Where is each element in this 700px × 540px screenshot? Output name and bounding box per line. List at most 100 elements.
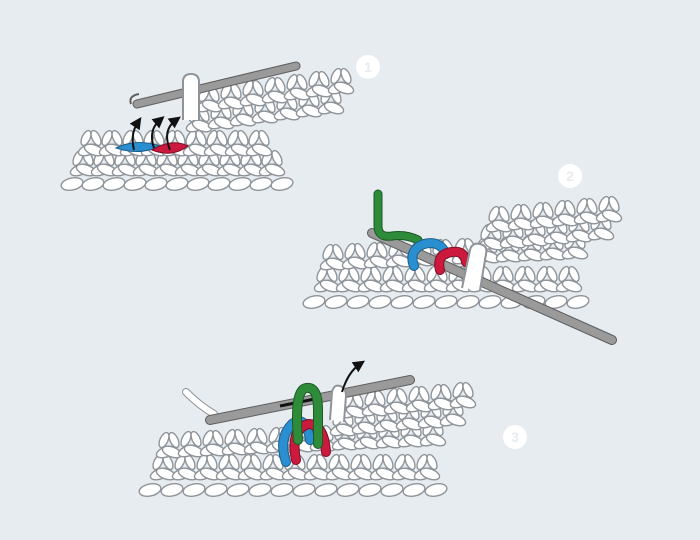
crochet-stitch-icon <box>402 483 426 497</box>
crochet-stitch-icon <box>274 76 286 94</box>
crochet-stitch-icon <box>246 427 258 445</box>
crochet-stitch-icon <box>264 76 276 94</box>
crochet-stitch-icon <box>251 143 273 157</box>
crochet-stitch-icon <box>324 295 348 309</box>
crochet-stitch-icon <box>165 177 189 191</box>
crochet-stitch-icon <box>207 177 231 191</box>
crochet-stitch-icon <box>408 385 420 403</box>
crochet-stitch-icon <box>248 483 272 497</box>
crochet-stitch-icon <box>524 265 536 283</box>
crochet-stitch-icon <box>416 453 428 471</box>
crochet-stitch-icon <box>267 90 289 104</box>
crochet-stitch-icon <box>258 129 270 147</box>
crochet-stitch-icon <box>111 129 123 147</box>
crochet-stitch-icon <box>306 453 318 471</box>
crochet-stitch-icon <box>338 453 350 471</box>
crochet-stitch-icon <box>418 385 430 403</box>
crochet-stitch-icon <box>168 431 180 449</box>
crochet-stitch-icon <box>264 163 286 177</box>
crochet-stitch-icon <box>186 177 210 191</box>
crochet-stitch-icon <box>404 453 416 471</box>
crochet-stitch-icon <box>289 87 311 101</box>
crochet-stitch-icon <box>252 79 264 97</box>
crochet-stitch-icon <box>593 227 615 241</box>
crochet-stitch-icon <box>426 453 438 471</box>
crochet-stitch-icon <box>567 246 589 260</box>
crochet-stitch-icon <box>328 453 340 471</box>
crochet-stitch-icon <box>376 241 388 259</box>
svg-text:3: 3 <box>511 429 519 445</box>
crochet-stitch-icon <box>396 387 408 405</box>
crochet-stitch-icon <box>478 295 502 309</box>
crochet-stitch-icon <box>346 295 370 309</box>
crochet-stitch-icon <box>271 149 283 167</box>
crochet-stitch-icon <box>456 295 480 309</box>
crochet-stitch-icon <box>262 453 274 471</box>
crochet-stitch-icon <box>372 453 384 471</box>
crochet-stitch-icon <box>245 93 267 107</box>
crochet-stitch-icon <box>250 453 262 471</box>
crochet-stitch-icon <box>223 96 245 110</box>
crochet-stitch-icon <box>180 430 192 448</box>
crochet-stitch-icon <box>354 242 366 260</box>
crochet-stitch-icon <box>249 177 273 191</box>
crochet-stitch-icon <box>224 428 236 446</box>
crochet-stitch-icon <box>340 67 352 85</box>
crochet-stitch-icon <box>206 129 218 147</box>
crochet-stitch-icon <box>237 129 249 147</box>
crochet-stitch-icon <box>430 383 442 401</box>
arrow-icon <box>341 360 365 393</box>
crochet-stitch-icon <box>542 201 554 219</box>
hook-loop <box>461 242 488 291</box>
crochet-stitch-icon <box>455 395 477 409</box>
crochet-stitch-icon <box>227 129 239 147</box>
crochet-stitch-icon <box>390 295 414 309</box>
svg-text:1: 1 <box>364 59 372 75</box>
crochet-stitch-icon <box>311 84 333 98</box>
crochet-stitch-icon <box>360 453 372 471</box>
crochet-stitch-icon <box>498 205 510 223</box>
crochet-stitch-icon <box>60 177 84 191</box>
step-2-badge: 2 <box>558 164 582 188</box>
crochet-stitch-icon <box>323 101 345 115</box>
crochet-stitch-icon <box>554 199 566 217</box>
crochet-stitch-icon <box>228 177 252 191</box>
crochet-stitch-icon <box>586 197 598 215</box>
crochet-stitch-icon <box>598 195 610 213</box>
crochet-stitch-icon <box>296 73 308 91</box>
hook-loop <box>182 72 200 120</box>
arrow-icon <box>129 116 181 151</box>
crochet-stitch-icon <box>544 295 568 309</box>
crochet-stitch-icon <box>386 387 398 405</box>
crochet-stitch-icon <box>226 483 250 497</box>
crochet-stitch-icon <box>256 427 268 445</box>
crochet-stitch-icon <box>333 81 355 95</box>
crochet-stitch-icon <box>308 70 320 88</box>
crochet-stitch-icon <box>80 129 92 147</box>
crochet-stitch-icon <box>492 265 504 283</box>
crochet-stitch-icon <box>561 279 583 293</box>
crochet-stitch-icon <box>568 265 580 283</box>
crochet-stitch-icon <box>144 177 168 191</box>
crochet-stitch-icon <box>368 295 392 309</box>
step-1: 1 <box>60 55 380 191</box>
crochet-stitch-icon <box>190 430 202 448</box>
crochet-stitch-icon <box>601 209 623 223</box>
step-3-badge: 3 <box>503 425 527 449</box>
crochet-stitch-icon <box>316 453 328 471</box>
crochet-stitch-icon <box>314 483 338 497</box>
crochet-stitch-icon <box>440 383 452 401</box>
crochet-stitch-icon <box>412 295 436 309</box>
crochet-stitch-icon <box>425 433 447 447</box>
crochet-stitch-icon <box>160 483 184 497</box>
crochet-stitch-icon <box>424 483 448 497</box>
crochet-stitch-icon <box>532 201 544 219</box>
crochet-stitch-icon <box>332 243 344 261</box>
crochet-stitch-icon <box>240 453 252 471</box>
crochet-stitch-icon <box>212 429 224 447</box>
crochet-stitch-icon <box>564 199 576 217</box>
crochet-stitch-icon <box>488 205 500 223</box>
crochet-stitch-icon <box>558 265 570 283</box>
